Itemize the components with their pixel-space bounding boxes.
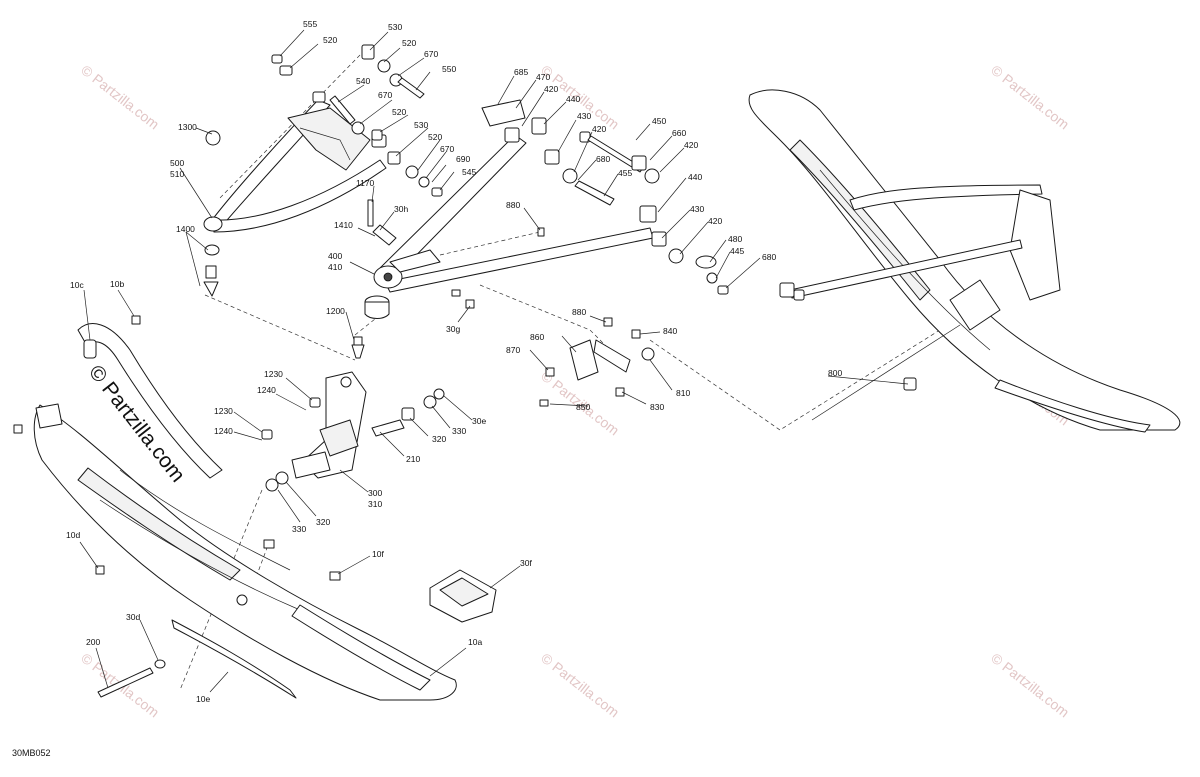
callout-680: 680 (596, 154, 610, 164)
callout-670: 670 (424, 49, 438, 59)
callout-430: 430 (577, 111, 591, 121)
watermark: © Partzilla.com (78, 62, 162, 133)
callout-680: 680 (762, 252, 776, 262)
callout-555: 555 (303, 19, 317, 29)
callout-30e: 30e (472, 416, 486, 426)
callout-10f: 10f (372, 549, 384, 559)
callout-470: 470 (536, 72, 550, 82)
callout-1230: 1230 (264, 369, 283, 379)
spindle (261, 371, 445, 492)
lower-a-arm (351, 99, 729, 359)
callout-1170: 1170 (356, 178, 375, 188)
callout-30h: 30h (394, 204, 408, 214)
right-ski-assembly (748, 89, 1181, 433)
callout-410: 410 (328, 262, 342, 272)
callout-10a: 10a (468, 637, 482, 647)
callout-870: 870 (506, 345, 520, 355)
callout-210: 210 (406, 454, 420, 464)
callout-1400: 1400 (176, 224, 195, 234)
diagram-code: 30MB052 (12, 748, 51, 758)
callout-10b: 10b (110, 279, 124, 289)
upper-arm-hardware (271, 44, 443, 197)
callout-330: 330 (292, 524, 306, 534)
ski-bumper (429, 569, 497, 623)
callout-550: 550 (442, 64, 456, 74)
callout-330: 330 (452, 426, 466, 436)
callout-670: 670 (378, 90, 392, 100)
callout-420: 420 (544, 84, 558, 94)
callout-200: 200 (86, 637, 100, 647)
callout-455: 455 (618, 168, 632, 178)
callout-1300: 1300 (178, 122, 197, 132)
callout-30g: 30g (446, 324, 460, 334)
callout-800: 800 (828, 368, 842, 378)
callout-530: 530 (414, 120, 428, 130)
watermark: © Partzilla.com (538, 650, 622, 721)
callout-540: 540 (356, 76, 370, 86)
callout-530: 530 (388, 22, 402, 32)
watermark: © Partzilla.com (988, 650, 1072, 721)
callout-520: 520 (402, 38, 416, 48)
callout-860: 860 (530, 332, 544, 342)
callout-545: 545 (462, 167, 476, 177)
watermark: © Partzilla.com (538, 62, 622, 133)
callout-450: 450 (652, 116, 666, 126)
callout-420: 420 (592, 124, 606, 134)
callout-320: 320 (432, 434, 446, 444)
callout-880: 880 (506, 200, 520, 210)
callout-690: 690 (456, 154, 470, 164)
callout-1410: 1410 (334, 220, 353, 230)
callout-30f: 30f (520, 558, 532, 568)
callout-420: 420 (708, 216, 722, 226)
left-ski (13, 315, 457, 701)
callout-520: 520 (323, 35, 337, 45)
leader-lines (79, 29, 909, 693)
callout-670: 670 (440, 144, 454, 154)
callout-440: 440 (688, 172, 702, 182)
callout-430: 430 (690, 204, 704, 214)
callout-30d: 30d (126, 612, 140, 622)
callout-1240: 1240 (257, 385, 276, 395)
callout-840: 840 (663, 326, 677, 336)
callout-420: 420 (684, 140, 698, 150)
callout-520: 520 (428, 132, 442, 142)
watermark: © Partzilla.com (988, 62, 1072, 133)
callout-510: 510 (170, 169, 184, 179)
callout-660: 660 (672, 128, 686, 138)
callout-10c: 10c (70, 280, 84, 290)
tie-rod-linkage (539, 317, 655, 407)
callout-320: 320 (316, 517, 330, 527)
callout-440: 440 (566, 94, 580, 104)
callout-1240: 1240 (214, 426, 233, 436)
callout-830: 830 (650, 402, 664, 412)
callout-500: 500 (170, 158, 184, 168)
callout-10d: 10d (66, 530, 80, 540)
callout-445: 445 (730, 246, 744, 256)
callout-1200: 1200 (326, 306, 345, 316)
callout-400: 400 (328, 251, 342, 261)
callout-520: 520 (392, 107, 406, 117)
callout-300: 300 (368, 488, 382, 498)
callout-310: 310 (368, 499, 382, 509)
callout-10e: 10e (196, 694, 210, 704)
callout-880: 880 (572, 307, 586, 317)
callout-1230: 1230 (214, 406, 233, 416)
callout-labels: 555 520 530 520 670 550 540 670 520 530 … (66, 19, 842, 704)
callout-480: 480 (728, 234, 742, 244)
callout-810: 810 (676, 388, 690, 398)
callout-850: 850 (576, 402, 590, 412)
callout-685: 685 (514, 67, 528, 77)
